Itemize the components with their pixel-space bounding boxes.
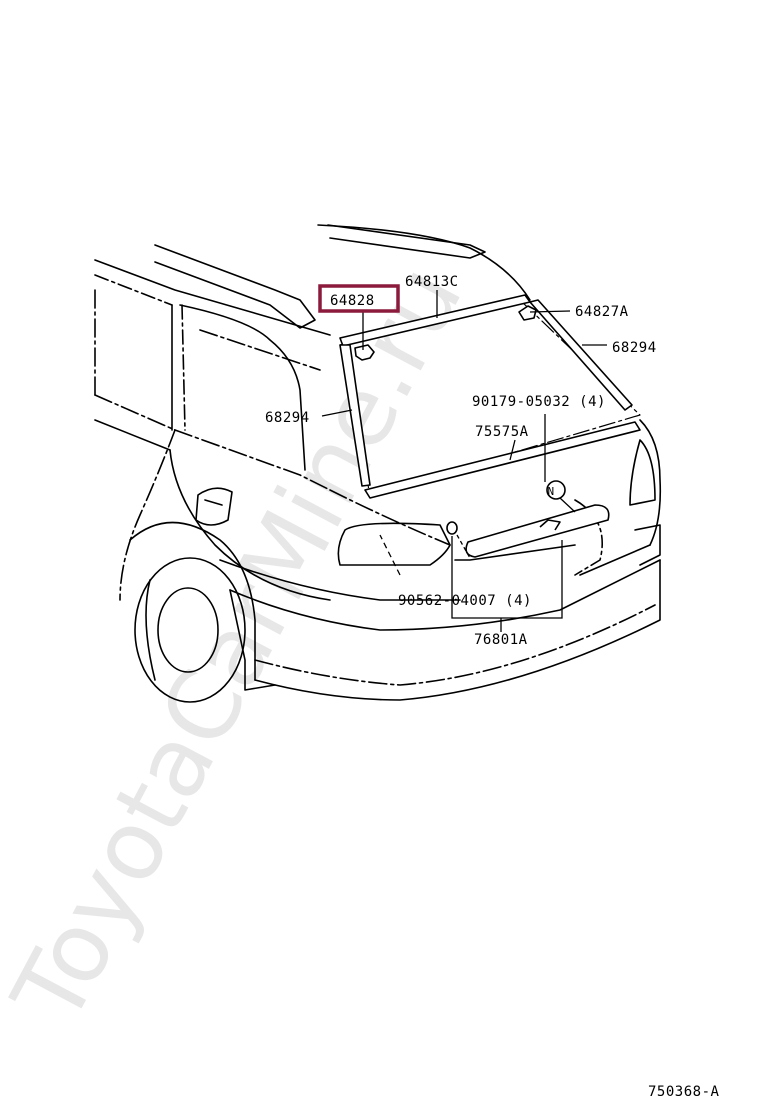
part-68294-left (339, 344, 371, 487)
highlight-box-64828 (318, 284, 400, 313)
diagram-id: 750368-A (648, 1084, 720, 1100)
part-90179-clip (546, 480, 566, 500)
label-64813c[interactable]: 64813C (405, 274, 459, 290)
label-76801a[interactable]: 76801A (474, 632, 528, 648)
leader-lines (321, 290, 607, 632)
part-68294-right (529, 299, 633, 411)
part-64827a-clip (518, 305, 537, 321)
part-64828-clip (354, 344, 375, 361)
label-75575a[interactable]: 75575A (475, 424, 529, 440)
label-68294-left[interactable]: 68294 (265, 410, 310, 426)
label-64827a[interactable]: 64827A (575, 304, 629, 320)
label-64828[interactable]: 64828 (330, 293, 375, 309)
label-90179[interactable]: 90179-05032 (4) (472, 394, 606, 410)
part-76801a (465, 504, 610, 558)
label-90562[interactable]: 90562-04007 (4) (398, 593, 532, 609)
part-90562-nut (446, 521, 458, 535)
parts (339, 294, 641, 558)
clip-n-letter: N (547, 485, 554, 498)
label-68294-right[interactable]: 68294 (612, 340, 657, 356)
